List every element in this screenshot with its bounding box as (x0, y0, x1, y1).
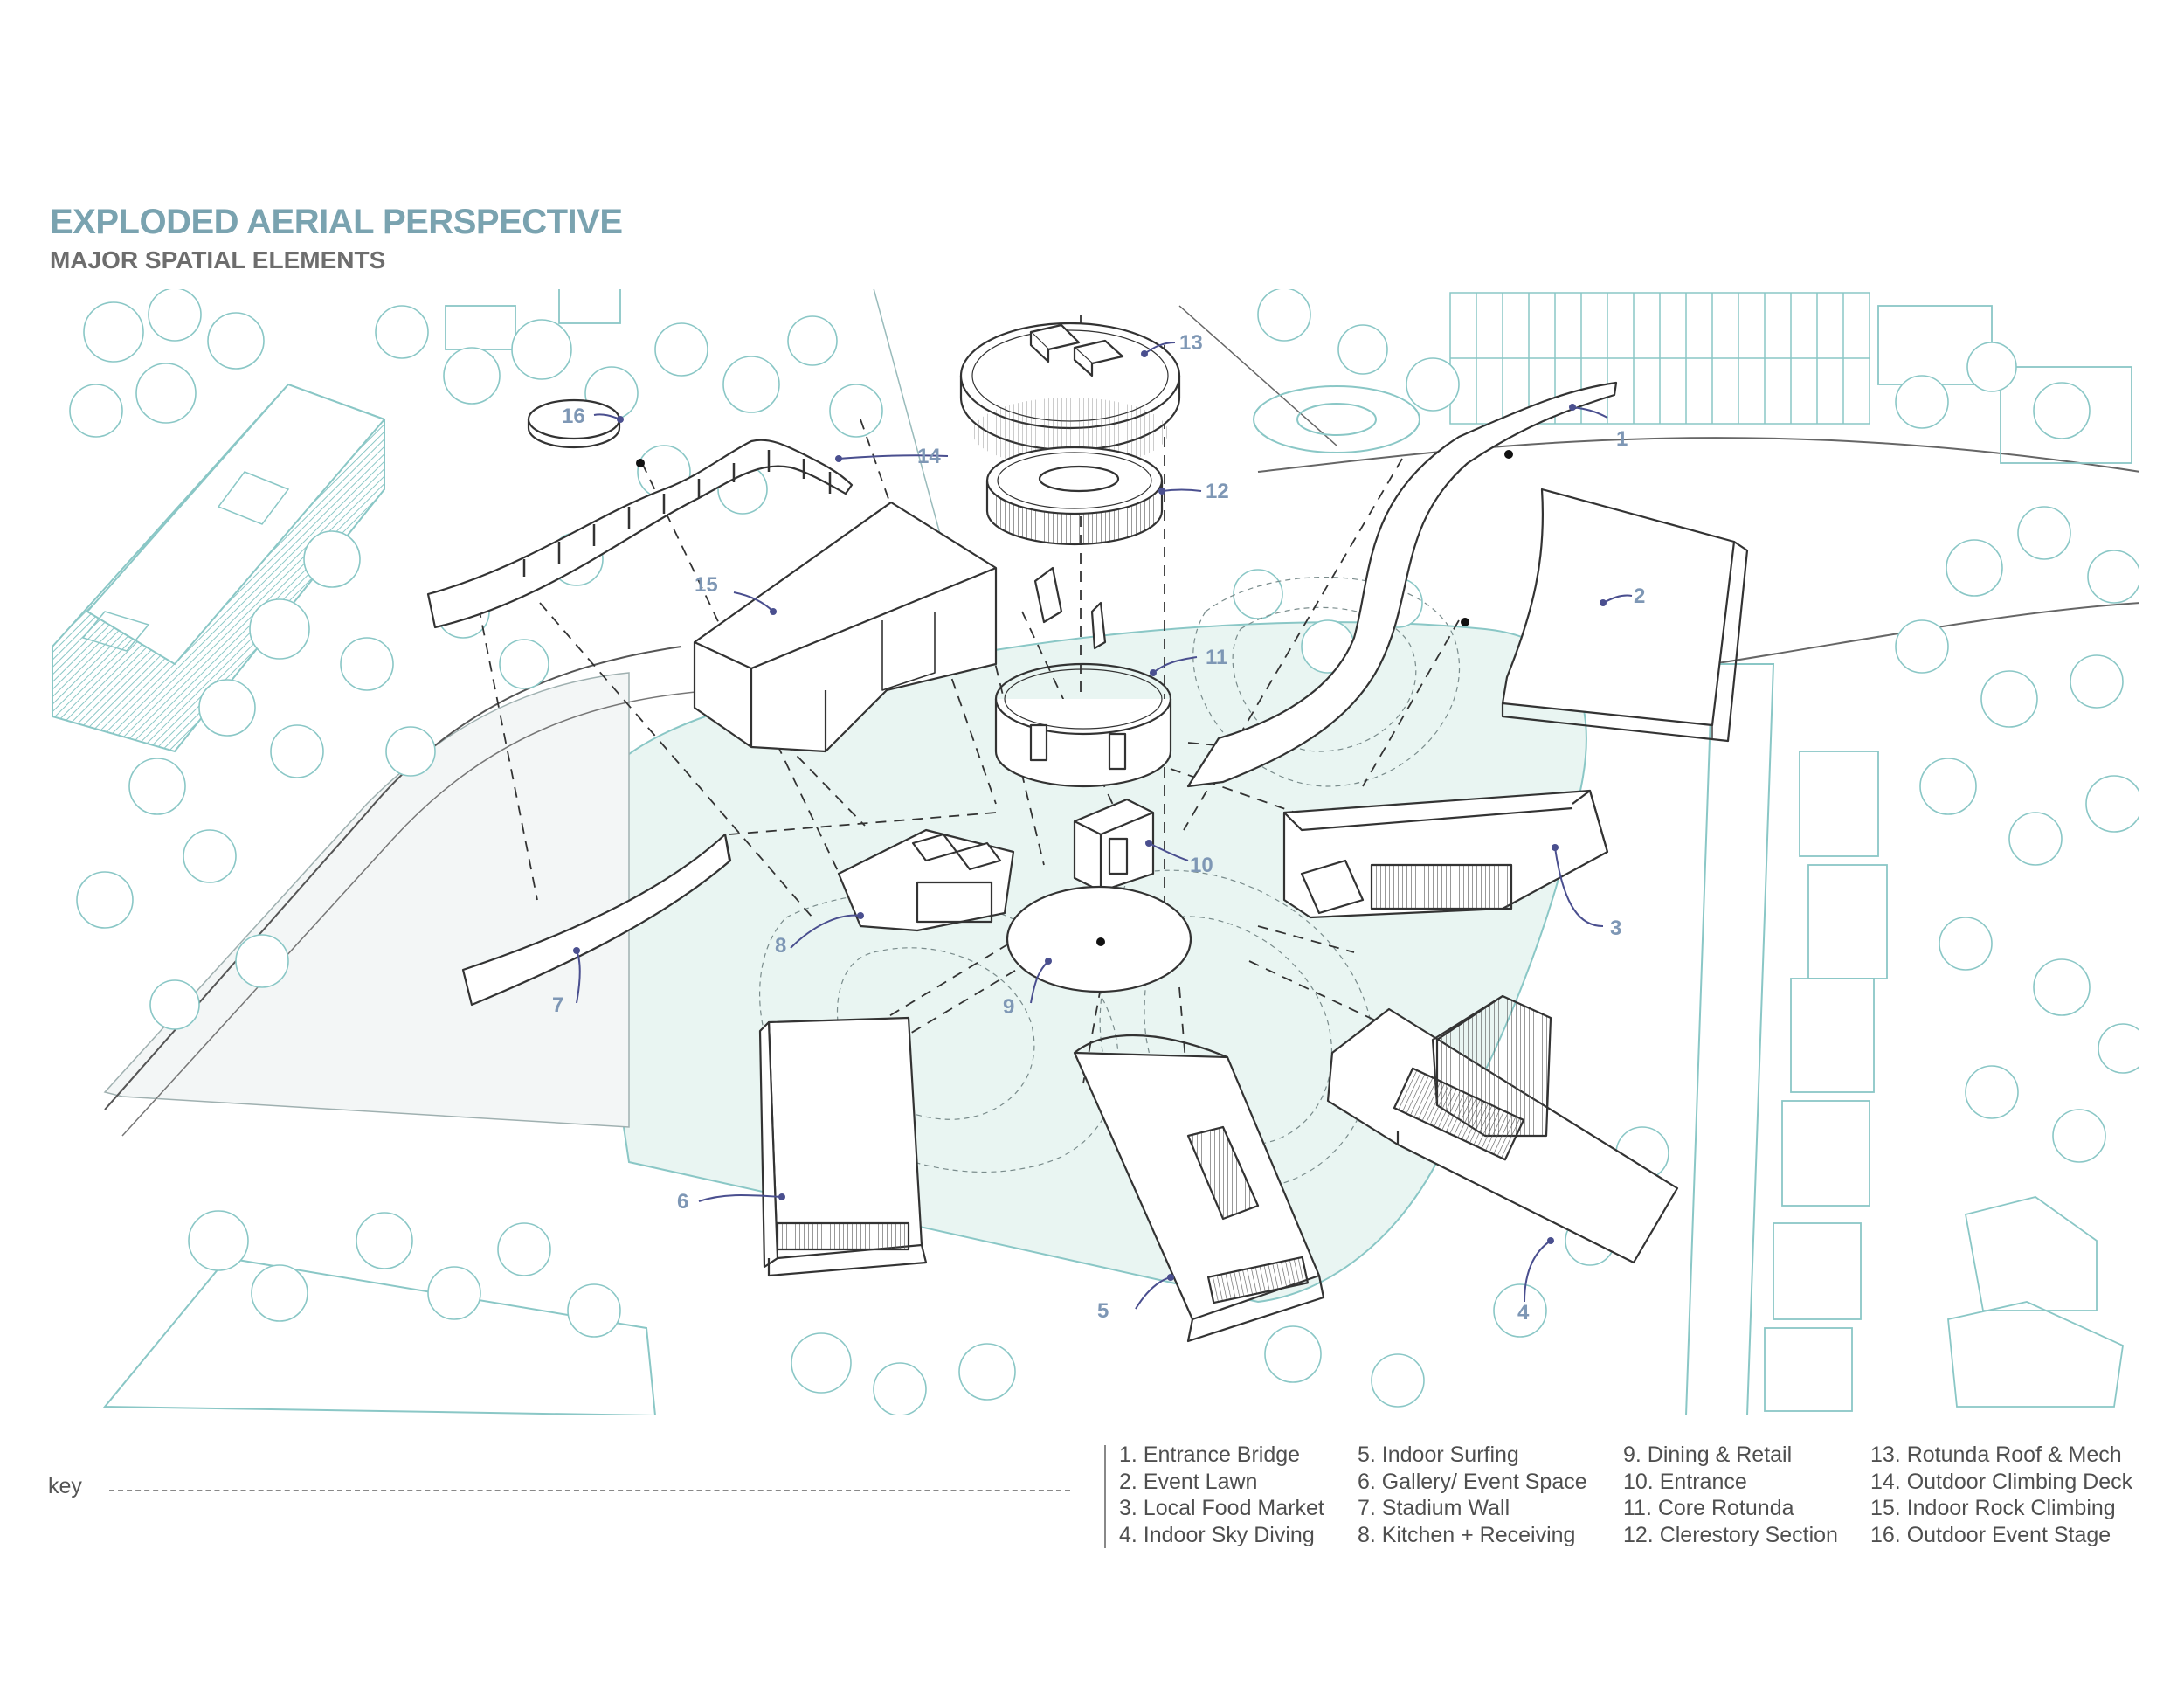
indoor-rock-climbing (693, 501, 998, 753)
key-item: 9. Dining & Retail (1623, 1442, 1793, 1467)
key-item: 7. Stadium Wall (1358, 1496, 1510, 1520)
core-rotunda (994, 662, 1172, 788)
diagram-title: EXPLODED AERIAL PERSPECTIVE (50, 203, 623, 241)
key-item: 12. Clerestory Section (1623, 1522, 1838, 1547)
event-lawn (1501, 488, 1749, 743)
key-item: 16. Outdoor Event Stage (1870, 1522, 2111, 1547)
roundabout (1253, 385, 1420, 453)
callout-1: 1 (1616, 427, 1628, 451)
callout-15: 15 (695, 573, 718, 597)
outdoor-climbing-deck (426, 439, 854, 629)
callout-3: 3 (1610, 917, 1621, 940)
entrance-bridge (1186, 381, 1618, 788)
callout-2: 2 (1634, 585, 1645, 608)
local-food-market (1282, 789, 1609, 919)
anchor-dots (636, 450, 1513, 946)
key-item: 14. Outdoor Climbing Deck (1870, 1469, 2133, 1494)
callout-4: 4 (1517, 1301, 1530, 1325)
callout-16: 16 (562, 405, 585, 428)
key-item: 5. Indoor Surfing (1358, 1442, 1519, 1467)
west-plaza (103, 672, 630, 1128)
key-item: 13. Rotunda Roof & Mech (1870, 1442, 2122, 1467)
key-item: 4. Indoor Sky Diving (1119, 1522, 1315, 1547)
callout-12: 12 (1206, 480, 1229, 503)
key-divider (1104, 1445, 1106, 1548)
exploded-buildings (426, 322, 1749, 1343)
road-outline (1257, 437, 2140, 473)
road-outline (121, 689, 717, 1137)
context-building-west-roof (86, 383, 386, 666)
kitchen-receiving (837, 828, 1015, 932)
street-east (1684, 663, 1775, 1415)
diagram-subtitle: MAJOR SPATIAL ELEMENTS (50, 246, 386, 273)
key-item: 15. Indoor Rock Climbing (1870, 1496, 2116, 1520)
context-building-southwest (102, 1256, 657, 1415)
parking-lot (1449, 292, 1870, 425)
callout-numbers: 1 2 3 4 5 6 7 8 9 10 11 12 13 14 15 16 (552, 331, 1645, 1325)
key-item: 3. Local Food Market (1119, 1496, 1324, 1520)
key-item: 10. Entrance (1623, 1469, 1747, 1494)
callout-10: 10 (1190, 854, 1213, 877)
callout-6: 6 (677, 1190, 688, 1214)
road-outline (104, 646, 682, 1110)
key-column-4: 13. Rotunda Roof & Mech 14. Outdoor Clim… (1870, 1442, 2132, 1548)
curved-walls (1033, 566, 1107, 650)
key-column-2: 5. Indoor Surfing 6. Gallery/ Event Spac… (1358, 1442, 1587, 1548)
key-item: 11. Core Rotunda (1623, 1496, 1794, 1520)
outdoor-event-stage (527, 398, 621, 449)
callout-9: 9 (1003, 995, 1014, 1019)
indoor-sky-diving (1326, 994, 1679, 1264)
key-item: 1. Entrance Bridge (1119, 1442, 1301, 1467)
callout-dots (573, 350, 1607, 1281)
road-outline (1178, 305, 1337, 446)
callout-7: 7 (552, 993, 563, 1017)
key-label: key (48, 1474, 82, 1498)
clerestory-section (972, 398, 1168, 546)
key-item: 8. Kitchen + Receiving (1358, 1522, 1576, 1547)
gallery-event-space (758, 1016, 928, 1277)
callout-5: 5 (1097, 1299, 1109, 1323)
key-column-1: 1. Entrance Bridge 2. Event Lawn 3. Loca… (1119, 1442, 1324, 1548)
key-item: 2. Event Lawn (1119, 1469, 1258, 1494)
callout-11: 11 (1206, 646, 1227, 669)
key-item: 6. Gallery/ Event Space (1358, 1469, 1587, 1494)
indoor-surfing (1073, 1034, 1325, 1343)
callout-8: 8 (775, 934, 786, 958)
callout-14: 14 (917, 445, 941, 468)
entrance-block (1073, 798, 1155, 893)
key-dashed-rule (109, 1490, 1070, 1491)
key-column-3: 9. Dining & Retail 10. Entrance 11. Core… (1623, 1442, 1838, 1548)
stadium-wall (461, 833, 732, 1007)
callout-13: 13 (1179, 331, 1203, 355)
